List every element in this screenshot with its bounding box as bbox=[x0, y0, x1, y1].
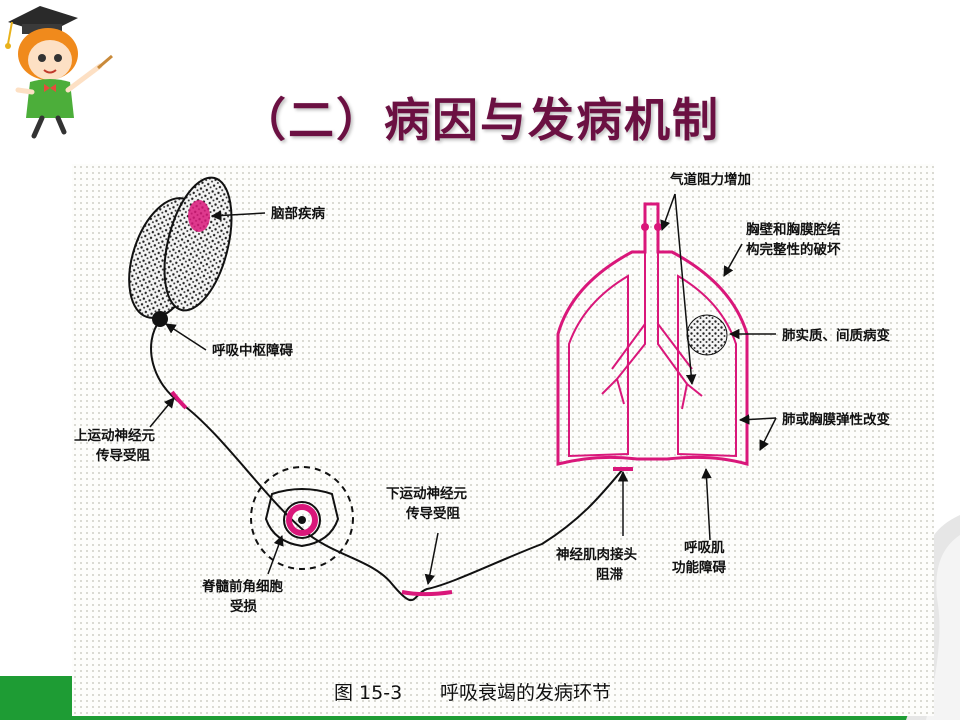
label-spinal-2: 受损 bbox=[230, 598, 257, 615]
figure-caption-number: 图 15-3 bbox=[334, 682, 402, 704]
respiratory-failure-diagram: 脑部疾病 呼吸中枢障碍 上运动神经元 传导受阻 脊髓前角细胞 受损 下运动神经元… bbox=[72, 164, 934, 716]
label-brain-disease: 脑部疾病 bbox=[271, 205, 325, 222]
label-chest-wall-2: 构完整性的破坏 bbox=[746, 241, 841, 258]
label-lung-elasticity: 肺或胸膜弹性改变 bbox=[782, 411, 890, 428]
lungs-illustration bbox=[556, 202, 749, 466]
label-airway: 气道阻力增加 bbox=[669, 171, 751, 188]
figure-caption-text: 呼吸衰竭的发病环节 bbox=[440, 682, 611, 704]
label-respiratory-center: 呼吸中枢障碍 bbox=[212, 342, 293, 359]
label-nmj-2: 阻滞 bbox=[596, 566, 624, 583]
label-lower-motor-1: 下运动神经元 bbox=[386, 485, 467, 502]
nerve-path bbox=[150, 319, 624, 602]
label-spinal-1: 脊髓前角细胞 bbox=[201, 578, 283, 595]
label-lung-parenchyma: 肺实质、间质病变 bbox=[782, 327, 890, 344]
label-chest-wall-1: 胸壁和胸膜腔结 bbox=[746, 221, 841, 238]
label-lower-motor-2: 传导受阻 bbox=[405, 505, 460, 522]
label-resp-muscle-1: 呼吸肌 bbox=[684, 539, 725, 556]
brain-illustration bbox=[128, 176, 233, 327]
label-upper-motor-2: 传导受阻 bbox=[95, 447, 150, 464]
spinal-cord-section bbox=[250, 466, 354, 570]
label-upper-motor-1: 上运动神经元 bbox=[74, 427, 155, 444]
mascot-icon bbox=[5, 6, 113, 139]
label-resp-muscle-2: 功能障碍 bbox=[672, 559, 726, 576]
slide-title: （二）病因与发病机制 bbox=[240, 93, 720, 147]
label-nmj-1: 神经肌肉接头 bbox=[556, 546, 637, 563]
